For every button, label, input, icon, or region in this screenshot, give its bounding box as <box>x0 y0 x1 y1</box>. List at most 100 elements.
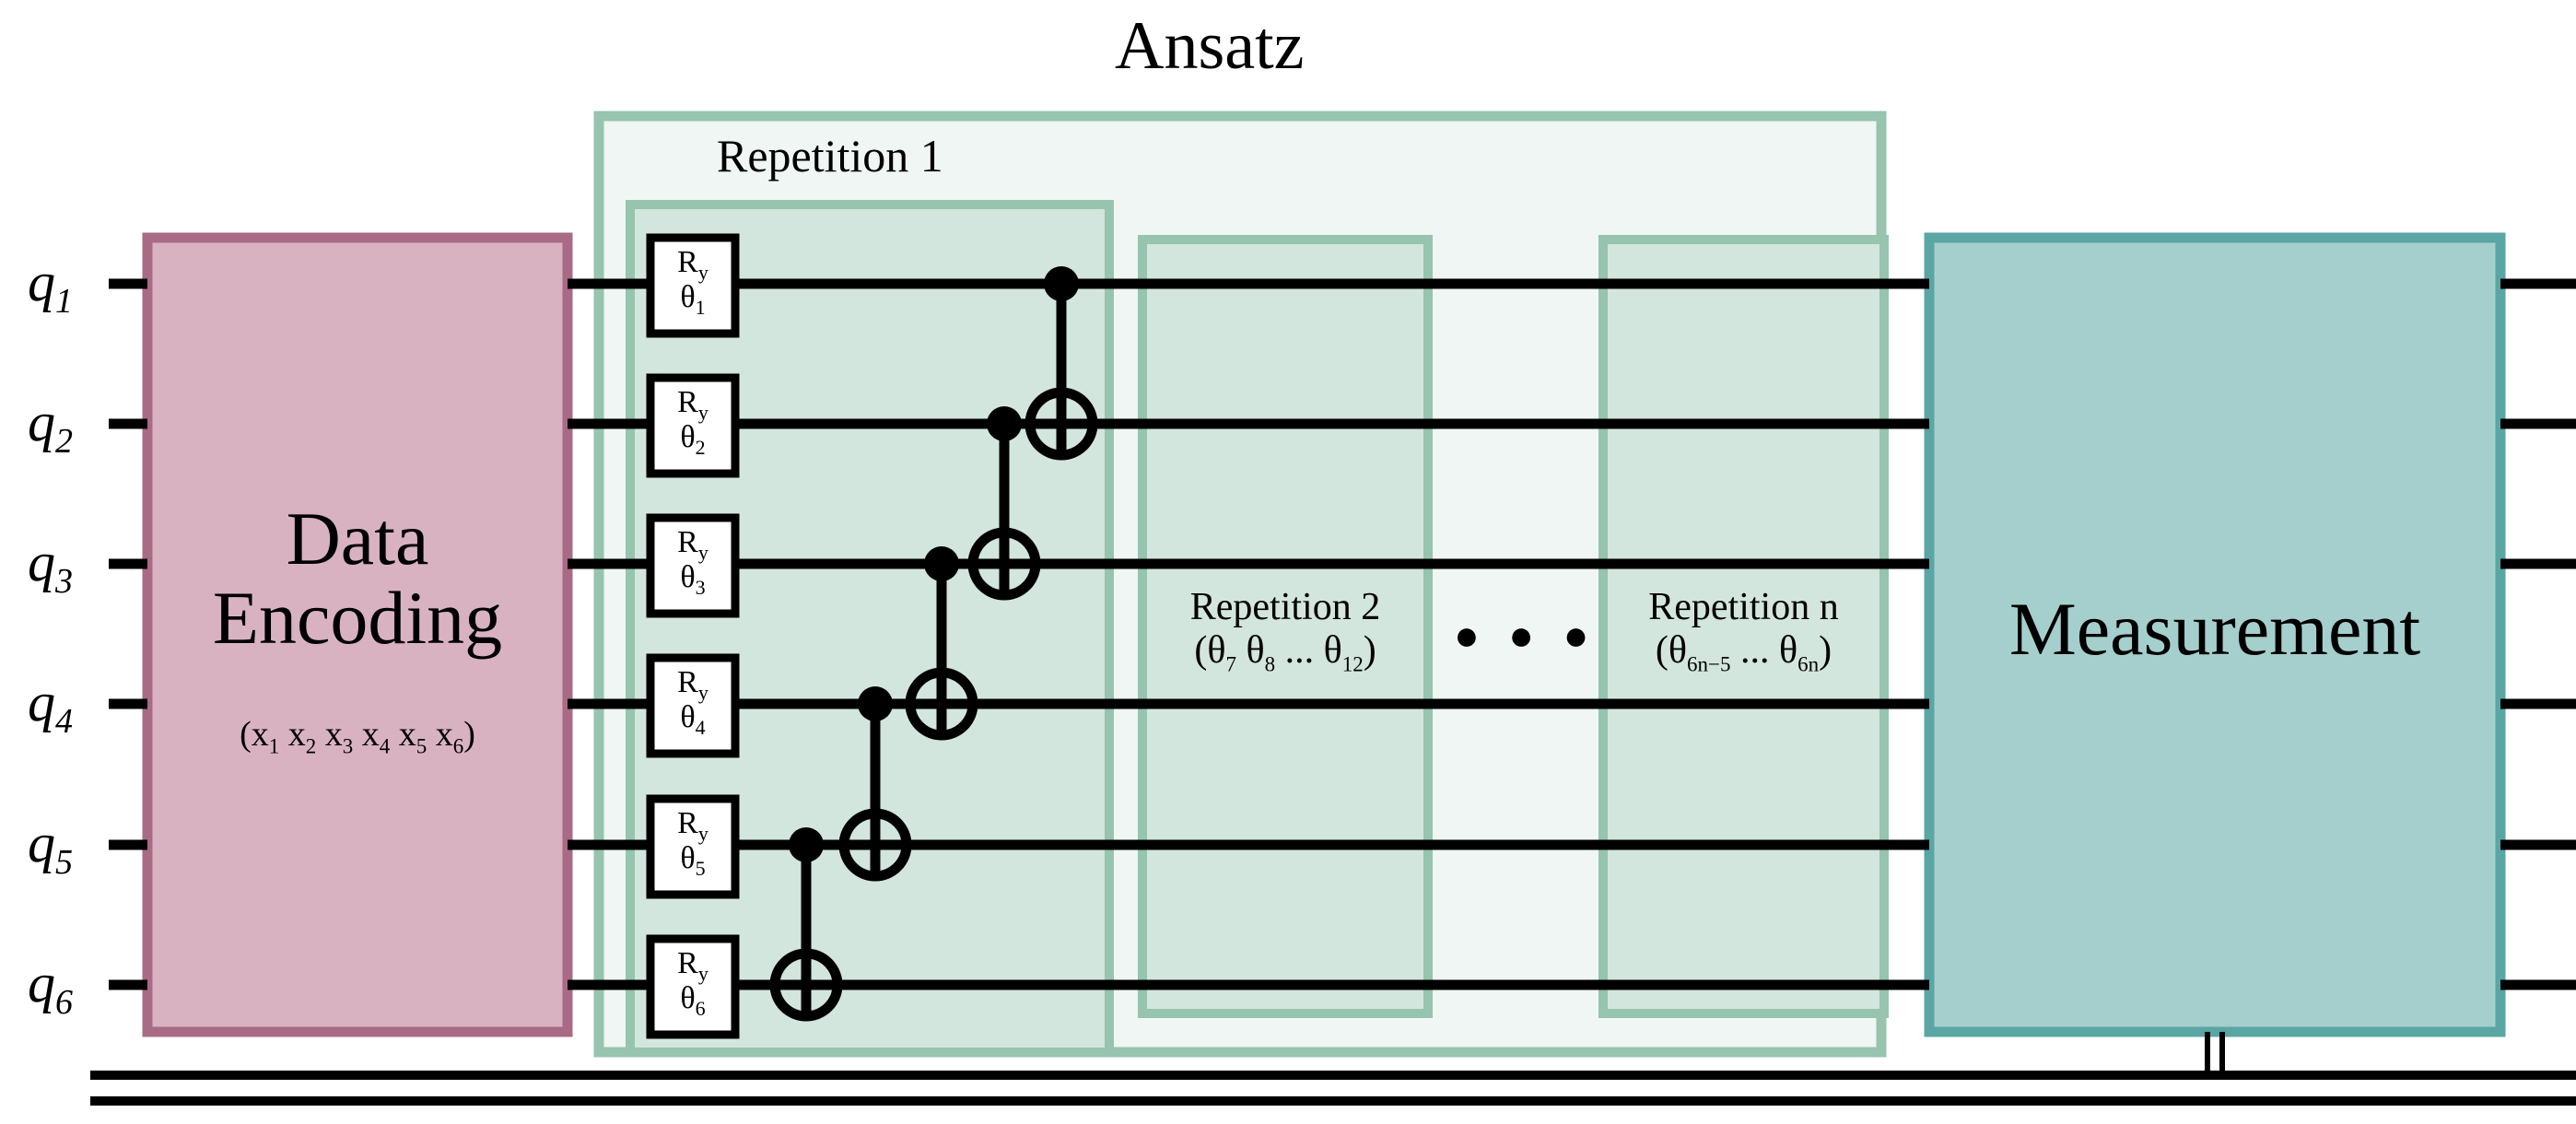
ry-gate-box-q2[interactable] <box>646 373 740 478</box>
qubit-label-q1: q1 <box>28 251 73 322</box>
ry-letter-q5: R <box>677 806 698 840</box>
ry-gate-label-q5: Ry θ5 <box>650 808 735 879</box>
measurement-box <box>1924 232 2506 1037</box>
cnot-control-dot-q2[interactable] <box>987 406 1022 441</box>
qubit-label-q1-sub: 1 <box>55 282 73 321</box>
ry-letter-q1: R <box>677 245 698 279</box>
ry-gate-q2-name: Ry <box>650 385 735 424</box>
measurement-title: Measurement <box>2008 587 2421 671</box>
ry-gate-box-q1[interactable] <box>646 233 740 338</box>
qubit-label-q4: q4 <box>28 671 73 742</box>
enc-x2: x <box>287 715 306 754</box>
enc-x6: x <box>435 715 453 754</box>
repn-theta-b: θ <box>1778 629 1798 673</box>
qubit-label-q6: q6 <box>28 952 73 1023</box>
classical-register <box>90 1071 2576 1106</box>
qubit-label-q2-sub: 2 <box>55 422 73 461</box>
data-encoding-title: Data Encoding <box>147 498 568 661</box>
qubit-label-q3-base: q <box>28 532 55 592</box>
repetition-2-container <box>1138 235 1433 1018</box>
repetition-n-container <box>1598 235 1889 1018</box>
rep2-theta-c: θ <box>1323 629 1342 673</box>
measurement-to-classical-connector <box>2205 1032 2225 1080</box>
qubit-label-q1-base: q <box>28 252 55 312</box>
ry-gate-q4-name: Ry <box>650 665 735 704</box>
qubit-label-q3: q3 <box>28 531 73 602</box>
cnot-control-dot-q5[interactable] <box>789 827 824 862</box>
theta-index-q2: 2 <box>695 436 706 460</box>
enc-x2-sub: 2 <box>305 734 317 758</box>
ry-letter-q3: R <box>677 525 698 559</box>
enc-x4-sub: 4 <box>379 734 391 758</box>
ry-letter-q4: R <box>677 665 698 699</box>
qubit-label-q5: q5 <box>28 812 73 883</box>
ry-letter-q2: R <box>677 385 698 419</box>
cnot-control-dot-q1[interactable] <box>1044 266 1079 301</box>
cnot-control-dot-q3[interactable] <box>924 546 959 581</box>
ry-gate-q3-name: Ry <box>650 525 735 564</box>
ry-gate-box-q6[interactable] <box>646 934 740 1039</box>
qubit-label-q6-base: q <box>28 953 55 1013</box>
data-encoding-params: (x1 x2 x3 x4 x5 x6) <box>240 715 475 758</box>
data-encoding-line2: Encoding <box>212 576 503 661</box>
qubit-label-q2-base: q <box>28 392 55 452</box>
repn-sub-a: 6n−5 <box>1687 652 1731 676</box>
ry-gate-q6-theta: θ6 <box>650 981 735 1019</box>
theta-q3: θ <box>680 560 696 595</box>
enc-x6-sub: 6 <box>452 734 464 758</box>
enc-x3-sub: 3 <box>342 734 354 758</box>
theta-index-q1: 1 <box>695 296 706 320</box>
ry-sub-q6: y <box>697 961 708 985</box>
enc-x5-sub: 5 <box>416 734 427 758</box>
rep2-sub-c: 12 <box>1341 652 1364 676</box>
ry-gate-box-q5[interactable] <box>646 794 740 899</box>
ry-gate-boxes <box>646 233 740 1039</box>
ry-sub-q5: y <box>697 821 708 845</box>
ry-gate-q2-theta: θ2 <box>650 422 735 460</box>
ry-sub-q3: y <box>697 540 708 564</box>
cnot-control-dot-q4[interactable] <box>858 686 893 721</box>
repetition-1-container <box>626 200 1114 1057</box>
theta-q5: θ <box>680 841 696 876</box>
ry-sub-q1: y <box>697 260 708 284</box>
repetition-n-title: Repetition n <box>1648 586 1839 628</box>
repetition-2-params: (θ7 θ8 ... θ12) <box>1194 629 1376 676</box>
cnot-gates <box>769 266 1098 1022</box>
ry-sub-q4: y <box>697 680 708 704</box>
repetition-ellipsis-dots: ● ● ● <box>1454 612 1598 659</box>
ry-gate-box-q4[interactable] <box>646 653 740 758</box>
ry-gate-label-q1: Ry θ1 <box>650 247 735 318</box>
ry-gate-label-q4: Ry θ4 <box>650 667 735 738</box>
ry-letter-q6: R <box>677 946 698 980</box>
rep2-sub-a: 7 <box>1225 652 1236 676</box>
theta-index-q5: 5 <box>695 857 706 881</box>
theta-q4: θ <box>680 700 696 735</box>
ry-gate-q4-theta: θ4 <box>650 700 735 740</box>
ansatz-title: Ansatz <box>1115 8 1305 84</box>
qubit-label-q4-base: q <box>28 672 55 732</box>
repetition-1-title: Repetition 1 <box>717 130 943 181</box>
enc-x5: x <box>398 715 416 754</box>
repn-sub-b: 6n <box>1797 652 1820 676</box>
theta-index-q4: 4 <box>695 716 706 740</box>
data-encoding-box <box>142 232 573 1037</box>
enc-x4: x <box>361 715 380 754</box>
qubit-label-q4-sub: 4 <box>55 702 73 741</box>
enc-x1: x <box>251 715 269 754</box>
qubit-label-q3-sub: 3 <box>55 562 73 601</box>
ry-gate-q1-name: Ry <box>650 245 735 284</box>
ry-gate-label-q6: Ry θ6 <box>650 948 735 1019</box>
theta-q6: θ <box>680 981 696 1016</box>
ry-gate-label-q3: Ry θ3 <box>650 527 735 598</box>
ry-gate-q5-name: Ry <box>650 806 735 845</box>
ry-gate-box-q3[interactable] <box>646 513 740 618</box>
ry-gate-q1-theta: θ1 <box>650 280 735 320</box>
ry-sub-q2: y <box>697 400 708 424</box>
repn-theta-a: θ <box>1668 629 1687 673</box>
repetition-n-params: (θ6n−5 ... θ6n) <box>1655 629 1832 676</box>
qubit-label-q5-base: q <box>28 813 55 873</box>
theta-q1: θ <box>680 280 696 315</box>
rep2-theta-b: θ <box>1246 629 1265 673</box>
